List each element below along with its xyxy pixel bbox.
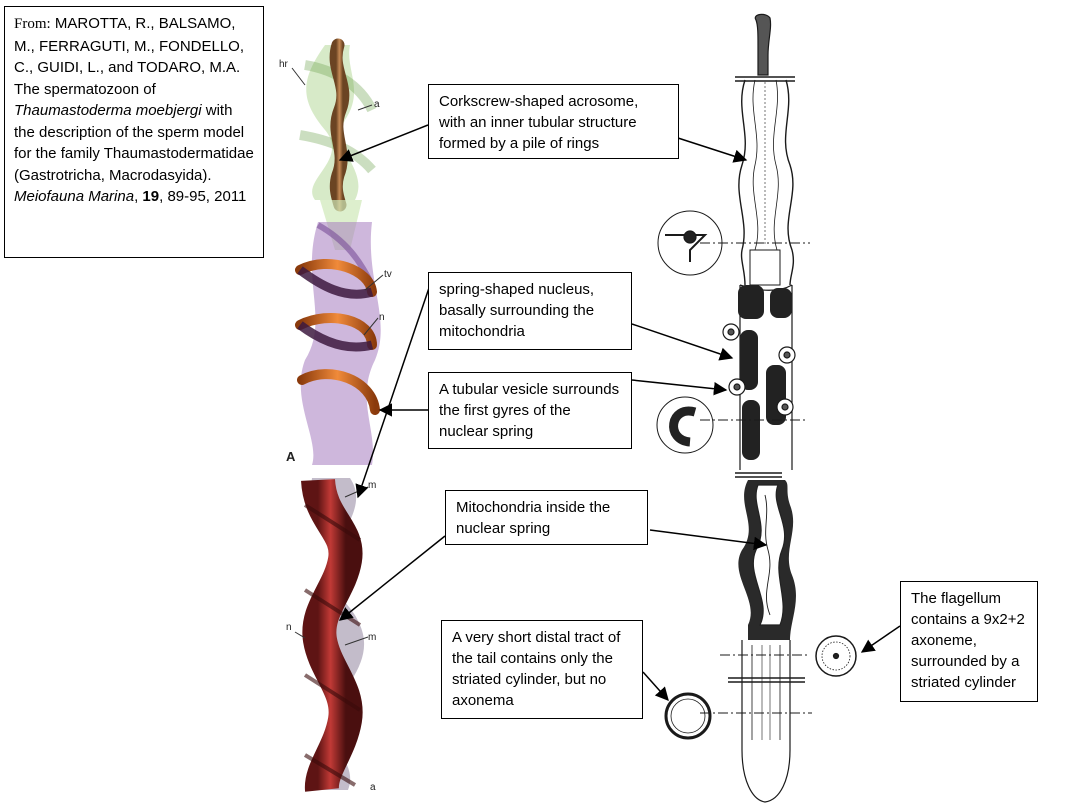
xs-nucleus: [656, 396, 714, 454]
citation-box: From: MAROTTA, R., BALSAMO, M., FERRAGUT…: [4, 6, 264, 258]
nucleus-dark-bands: [738, 285, 792, 460]
citation-title-suffix: with the description of the sperm model …: [14, 102, 254, 184]
label-m: m: [368, 480, 376, 491]
label-a2: a: [370, 782, 376, 793]
citation-pages: , 89-95, 2011: [159, 188, 247, 205]
acrosome-core: [329, 38, 350, 212]
callout-arrows: [338, 124, 901, 702]
callout-nucleus: spring-shaped nucleus, basally surroundi…: [428, 272, 632, 350]
callout-mitochondria: Mitochondria inside the nuclear spring: [445, 490, 648, 545]
callout-flagellum: The flagellum contains a 9x2+2 axoneme, …: [900, 581, 1038, 702]
label-n: n: [379, 312, 385, 323]
callout-mitochondria-text: Mitochondria inside the nuclear spring: [456, 499, 611, 537]
citation-title-prefix: The spermatozoon of: [14, 80, 156, 98]
xs-flagellum: [815, 635, 857, 677]
citation-species: Thaumastoderma moebjergi: [14, 102, 202, 119]
xs-distal: [664, 692, 712, 740]
callout-vesicle-text: A tubular vesicle surrounds the first gy…: [439, 381, 620, 440]
xs-acrosome: [657, 210, 723, 276]
sperm-3d-model: hr a tv n A m n m a: [279, 38, 392, 793]
citation-from: From:: [14, 16, 51, 32]
mitochondria-helix: [301, 478, 365, 792]
callout-vesicle: A tubular vesicle surrounds the first gy…: [428, 372, 632, 449]
sperm-line-drawing: [656, 13, 857, 803]
label-panel-A: A: [286, 449, 296, 464]
callout-distal-tract-text: A very short distal tract of the tail co…: [452, 629, 621, 709]
citation-authors: MAROTTA, R., BALSAMO, M., FERRAGUTI, M.,…: [14, 15, 245, 76]
callout-acrosome: Corkscrew-shaped acrosome, with an inner…: [428, 84, 679, 159]
citation-volume: 19: [142, 188, 160, 205]
callout-acrosome-text: Corkscrew-shaped acrosome, with an inner…: [439, 93, 639, 152]
label-hr: hr: [279, 59, 289, 70]
label-n2: n: [286, 622, 292, 633]
callout-flagellum-text: The flagellum contains a 9x2+2 axoneme, …: [911, 590, 1025, 691]
label-m2: m: [368, 632, 376, 643]
callout-nucleus-text: spring-shaped nucleus, basally surroundi…: [439, 281, 595, 340]
label-tv: tv: [384, 269, 392, 280]
citation-journal: Meiofauna Marina: [14, 188, 135, 205]
label-a: a: [374, 99, 380, 110]
callout-distal-tract: A very short distal tract of the tail co…: [441, 620, 643, 719]
